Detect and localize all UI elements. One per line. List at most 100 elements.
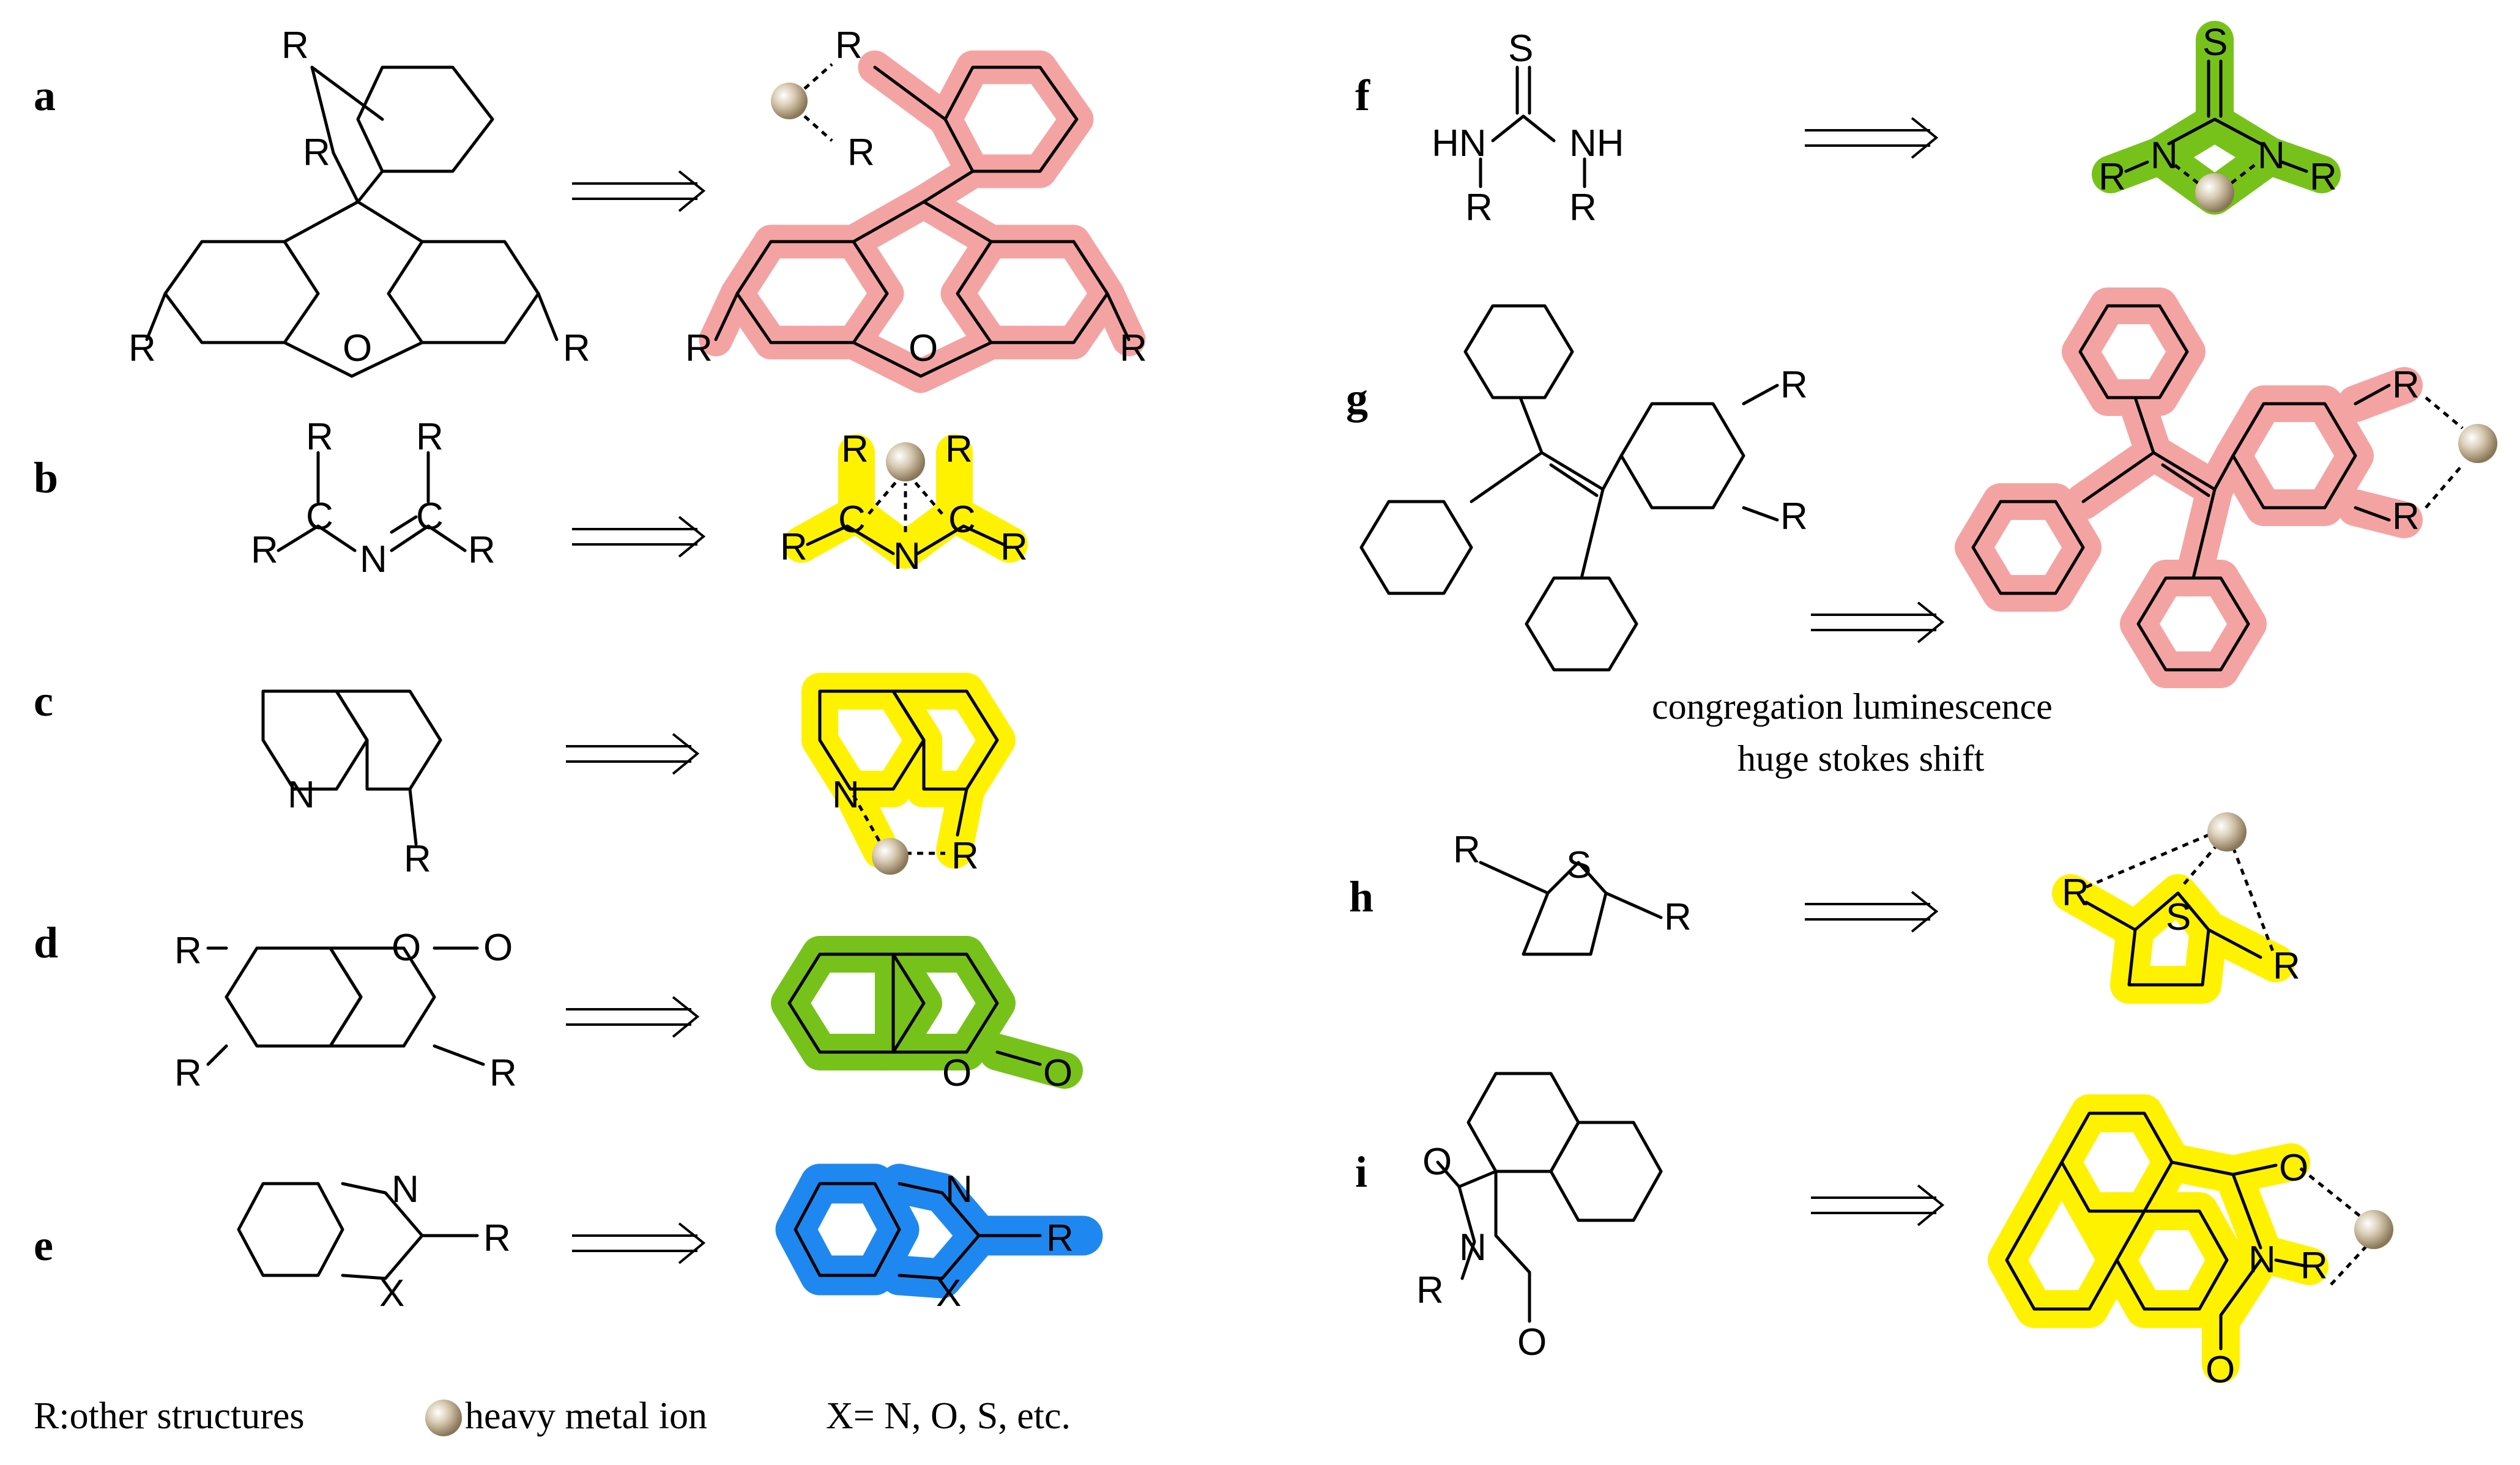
atom-r: R — [1465, 187, 1493, 229]
atom-n: N — [2150, 135, 2178, 177]
metal-ion-icon — [771, 83, 808, 119]
atom-r: R — [1664, 896, 1692, 938]
atom-n: N — [893, 535, 921, 577]
atom-n: N — [945, 1168, 973, 1211]
atom-r: R — [306, 416, 333, 458]
atom-r: R — [2310, 156, 2337, 198]
structure-h-ligand: R S R — [1453, 829, 1692, 956]
metal-ion-icon — [2354, 1210, 2393, 1249]
metal-ion-icon — [2207, 812, 2247, 851]
arrow-b — [572, 516, 706, 558]
atom-n: N — [2248, 1239, 2276, 1281]
atom-r: R — [483, 1217, 511, 1259]
atom-r: R — [1780, 364, 1808, 406]
atom-c: C — [306, 495, 333, 538]
panel-label-i: i — [1355, 1148, 1367, 1196]
atom-nh: NH — [1569, 122, 1624, 165]
atom-r: R — [128, 327, 156, 369]
atom-r: R — [174, 930, 202, 972]
highlight-e — [775, 1163, 1103, 1299]
legend: R:other structures heavy metal ion X= N,… — [34, 1395, 1071, 1437]
metal-ion-icon — [872, 838, 909, 875]
atom-s: S — [2166, 896, 2191, 938]
atom-r: R — [416, 416, 444, 458]
atom-c: C — [838, 499, 866, 541]
panel-label-f: f — [1355, 71, 1370, 120]
atom-r: R — [1569, 187, 1597, 229]
atom-c: C — [948, 499, 976, 541]
arrow-g — [1811, 601, 1945, 643]
legend-x-definition: X= N, O, S, etc. — [826, 1395, 1071, 1437]
metal-ion-icon — [886, 442, 925, 481]
structure-f-complex: S N N R R — [2092, 21, 2341, 215]
atom-r: R — [1120, 327, 1147, 369]
arrow-d — [566, 996, 700, 1038]
atom-r: R — [1453, 829, 1481, 871]
atom-r: R — [945, 428, 973, 470]
atom-r: R — [951, 835, 979, 877]
structure-d-ligand: O O R R R — [174, 927, 517, 1094]
structure-c-ligand: N R — [261, 689, 442, 880]
atom-x: X — [379, 1272, 404, 1315]
atom-o: O — [483, 927, 513, 969]
structure-c-complex: N R — [801, 673, 1016, 877]
structure-i-complex: O N R O — [1988, 1094, 2393, 1391]
atom-o: O — [1043, 1052, 1072, 1094]
arrow-f — [1805, 117, 1939, 159]
reaction-arrows — [566, 117, 1945, 1264]
structure-d-complex: O O — [771, 936, 1083, 1094]
atom-r: R — [404, 838, 431, 880]
atom-r: R — [489, 1052, 517, 1094]
panel-label-g: g — [1346, 374, 1368, 423]
structure-i-ligand: O N R O — [1416, 1072, 1663, 1363]
highlight-b — [783, 434, 1028, 569]
atom-r: R — [780, 526, 808, 568]
atom-r: R — [1046, 1217, 1074, 1259]
atom-o: O — [909, 327, 938, 369]
structure-g-ligand: R R congregation luminescence huge stoke… — [1359, 304, 2053, 779]
atom-n: N — [1459, 1226, 1487, 1269]
atom-r: R — [1000, 526, 1028, 568]
panel-labels: a b c d e f g h i — [34, 71, 1373, 1270]
structure-e-ligand: N X R — [237, 1168, 511, 1315]
metal-ion-icon — [425, 1400, 462, 1436]
atom-c: C — [416, 495, 444, 538]
atom-n: N — [2258, 135, 2285, 177]
atom-r: R — [174, 1052, 202, 1094]
highlight-g — [1955, 287, 2423, 688]
atom-r: R — [2392, 364, 2420, 406]
atom-r: R — [847, 132, 875, 174]
metal-ion-icon — [2458, 424, 2497, 463]
atom-o: O — [2206, 1349, 2235, 1391]
atom-r: R — [281, 24, 309, 67]
atom-s: S — [1566, 844, 1591, 886]
atom-n: N — [392, 1168, 419, 1211]
atom-r: R — [303, 132, 330, 174]
arrow-a — [572, 170, 706, 212]
atom-n: N — [360, 538, 387, 580]
legend-metal-ion: heavy metal ion — [465, 1395, 707, 1437]
panel-label-a: a — [34, 71, 56, 120]
atom-r: R — [251, 529, 278, 571]
atom-r: R — [1780, 495, 1808, 538]
metal-ion-icon — [2195, 173, 2234, 212]
panel-label-e: e — [34, 1221, 53, 1270]
atom-r: R — [2062, 872, 2089, 914]
arrow-i — [1811, 1184, 1945, 1226]
atom-r: R — [835, 24, 863, 67]
atom-o: O — [1422, 1141, 1452, 1183]
structure-b-complex: R R C C R N R — [780, 428, 1028, 577]
atom-n: N — [288, 774, 315, 816]
atom-s: S — [1508, 28, 1533, 70]
atom-hn: HN — [1432, 122, 1487, 165]
arrow-e — [572, 1222, 706, 1264]
legend-r-definition: R:other structures — [34, 1395, 305, 1437]
atom-o: O — [1517, 1321, 1547, 1363]
structure-g-complex: R R — [1955, 287, 2497, 688]
atom-o: O — [942, 1052, 972, 1094]
atom-s: S — [2202, 21, 2228, 64]
atom-o: O — [392, 927, 421, 969]
structure-a-ligand: R R O R R — [128, 24, 590, 378]
structure-a-complex: R R O R R — [685, 24, 1147, 393]
